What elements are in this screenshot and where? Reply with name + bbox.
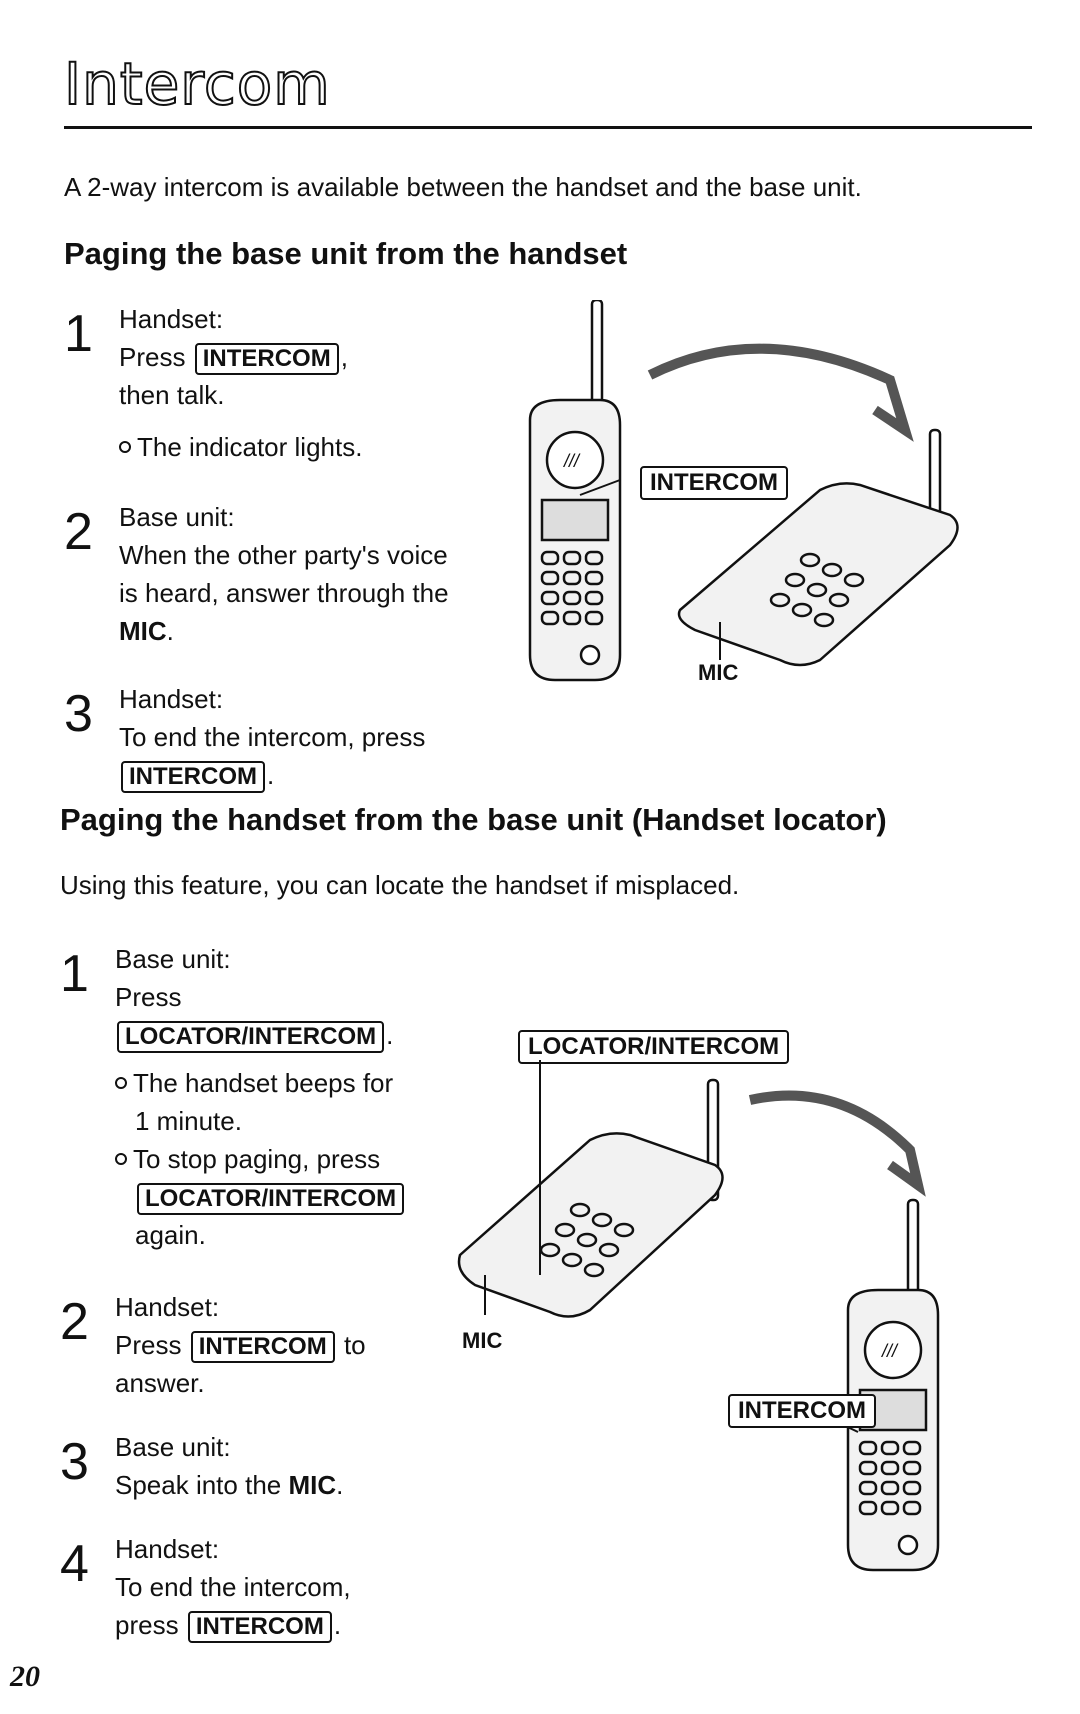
handset-illustration: /// — [846, 1198, 940, 1572]
step-note: The handset beeps for — [115, 1064, 515, 1102]
handset-illustration: /// — [528, 300, 622, 682]
step-number: 4 — [60, 1535, 89, 1593]
locator-intercom-key: LOCATOR/INTERCOM — [117, 1021, 385, 1053]
step-number: 1 — [64, 305, 93, 363]
step-instruction: Press INTERCOM to — [115, 1326, 515, 1364]
step-note: To stop paging, press — [115, 1140, 515, 1178]
arc-arrow — [748, 1090, 926, 1197]
step-location: Handset: — [119, 684, 224, 714]
step-note-cont: 1 minute. — [135, 1106, 242, 1136]
step-location: Handset: — [115, 1534, 220, 1564]
section2-intro: Using this feature, you can locate the h… — [60, 870, 740, 900]
step-number: 2 — [64, 503, 93, 561]
step-instruction: Press — [115, 982, 182, 1012]
page-title: Intercom — [63, 49, 331, 119]
base-unit-illustration — [677, 428, 959, 667]
arc-arrow — [647, 343, 914, 442]
step-instruction-cont: is heard, answer through the — [119, 578, 449, 608]
figure-intercom-label: INTERCOM — [640, 466, 788, 500]
step-location: Base unit: — [115, 1432, 231, 1462]
page-number: 20 — [10, 1660, 40, 1693]
svg-text:///: /// — [562, 451, 581, 471]
step-number: 3 — [60, 1433, 89, 1491]
step-instruction: Press INTERCOM, — [119, 338, 479, 376]
step-location: Base unit: — [115, 944, 231, 974]
title-rule — [64, 126, 1032, 129]
step-instruction-key: INTERCOM. — [119, 756, 479, 794]
intercom-key: INTERCOM — [187, 1611, 332, 1643]
step-number: 3 — [64, 685, 93, 743]
step-instruction: To end the intercom, — [115, 1572, 351, 1602]
figure-handset-to-base: /// — [528, 300, 959, 682]
figure-intercom-label: INTERCOM — [728, 1394, 876, 1428]
step-location: Handset: — [115, 1292, 220, 1322]
figure-mic-label: MIC — [698, 660, 739, 685]
figure-locator-label: LOCATOR/INTERCOM — [518, 1030, 790, 1064]
section2-heading: Paging the handset from the base unit (H… — [60, 802, 887, 837]
base-unit-illustration — [457, 1078, 724, 1318]
step-instruction: When the other party's voice — [119, 540, 448, 570]
step-instruction: To end the intercom, press — [119, 722, 426, 752]
svg-text:///: /// — [880, 1341, 899, 1361]
step-instruction: Speak into the MIC. — [115, 1470, 344, 1500]
bullet-icon — [115, 1077, 127, 1090]
step-instruction-mic: MIC. — [119, 616, 174, 646]
figure-mic-label: MIC — [462, 1328, 503, 1353]
step-note-cont: again. — [135, 1220, 206, 1250]
step-note-key: LOCATOR/INTERCOM — [115, 1178, 515, 1216]
step-instruction-cont: then talk. — [119, 380, 225, 410]
step-location: Handset: — [119, 304, 224, 334]
intercom-key: INTERCOM — [190, 1331, 335, 1363]
step-instruction-cont: answer. — [115, 1368, 205, 1398]
intro-text: A 2-way intercom is available between th… — [64, 172, 862, 202]
step-number: 1 — [60, 945, 89, 1003]
figure-base-to-handset: /// — [457, 1060, 940, 1572]
bullet-icon — [119, 441, 131, 454]
step-instruction-key: press INTERCOM. — [115, 1606, 515, 1644]
step-note: The indicator lights. — [119, 428, 479, 466]
intercom-key: INTERCOM — [121, 761, 265, 793]
step-location: Base unit: — [119, 502, 235, 532]
step-number: 2 — [60, 1293, 89, 1351]
bullet-icon — [115, 1153, 127, 1166]
intercom-key: INTERCOM — [194, 343, 339, 375]
section1-heading: Paging the base unit from the handset — [64, 236, 628, 271]
locator-intercom-key: LOCATOR/INTERCOM — [137, 1183, 405, 1215]
step-instruction-key: LOCATOR/INTERCOM. — [115, 1016, 515, 1054]
